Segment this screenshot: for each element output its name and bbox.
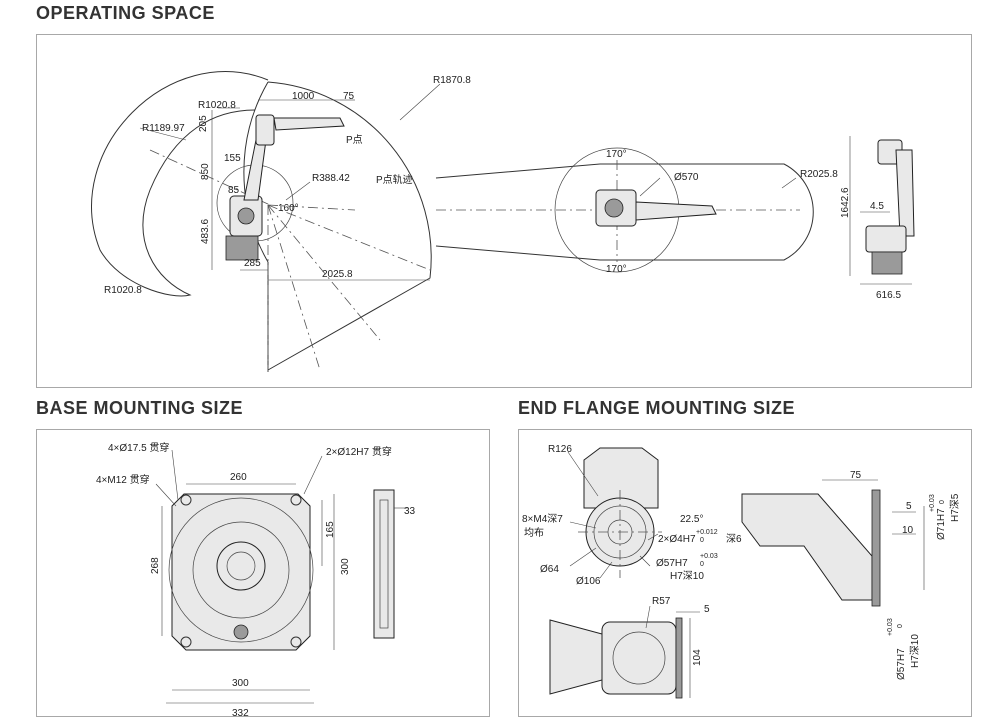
label-4xm12: 4×M12 贯穿 [96, 473, 150, 486]
top-view [435, 147, 814, 273]
label-260: 260 [230, 472, 247, 483]
label-r388: R388.42 [312, 173, 350, 184]
label-d64: Ø64 [540, 564, 559, 575]
label-r2025: R2025.8 [800, 169, 838, 180]
label-5-bottom: 5 [704, 604, 710, 615]
label-r1870: R1870.8 [433, 75, 471, 86]
label-d57-bottom: Ø57H7 [896, 648, 907, 680]
label-10-flange: 10 [902, 525, 914, 536]
label-170deg-top: 170° [606, 149, 627, 160]
label-155: 155 [224, 153, 241, 164]
label-5-flange: 5 [906, 501, 912, 512]
label-h7-depth10-bottom: H7深10 [909, 634, 921, 668]
label-332: 332 [232, 708, 249, 719]
base-plate [168, 493, 314, 651]
label-300-horizontal: 300 [232, 678, 249, 689]
label-75: 75 [343, 91, 355, 102]
label-d71-tol-upper: +0.03 [929, 494, 936, 512]
end-flange-title: END FLANGE MOUNTING SIZE [518, 398, 795, 418]
label-33: 33 [404, 506, 416, 517]
operating-space-panel [36, 34, 972, 388]
base-side-view [373, 489, 395, 639]
label-2xd4-tol-upper: +0.012 [696, 529, 718, 536]
label-616: 616.5 [876, 290, 901, 301]
label-d71-tol-lower: 0 [939, 500, 946, 504]
label-2xd4: 2×Ø4H7 [658, 534, 696, 545]
label-22-5deg: 22.5° [680, 514, 703, 525]
label-85: 85 [228, 185, 240, 196]
label-2xd4-tol-lower: 0 [700, 537, 704, 544]
flange-side-view [741, 479, 925, 607]
label-d57-mid: Ø57H7 [656, 558, 688, 569]
operating-space-title: OPERATING SPACE [36, 3, 215, 23]
label-285: 285 [244, 258, 261, 269]
label-205: 205 [198, 115, 209, 132]
front-view [849, 136, 915, 285]
label-165: 165 [325, 521, 336, 538]
label-r1020-top: R1020.8 [198, 100, 236, 111]
label-170deg-bottom: 170° [606, 264, 627, 275]
label-d57-bottom-tol-lower: 0 [897, 624, 904, 628]
label-1000: 1000 [292, 91, 315, 102]
label-8xm4: 8×M4深7 [522, 513, 563, 525]
label-2xd12: 2×Ø12H7 贯穿 [326, 445, 392, 458]
label-r57: R57 [652, 596, 671, 607]
label-h7-depth5: H7深5 [949, 493, 961, 522]
base-dimensions [155, 449, 408, 704]
label-4xd17: 4×Ø17.5 贯穿 [108, 441, 169, 454]
side-view-dimensions [139, 83, 441, 281]
label-r126: R126 [548, 444, 572, 455]
label-300-vertical: 300 [340, 558, 351, 575]
base-mounting-title: BASE MOUNTING SIZE [36, 398, 244, 418]
label-4-5: 4.5 [870, 201, 884, 212]
label-104: 104 [692, 649, 703, 666]
label-d71: Ø71H7 [936, 508, 947, 540]
side-view-robot [225, 114, 345, 261]
label-p-point: P点 [346, 134, 363, 146]
label-p-trajectory: P点轨迹 [376, 173, 413, 186]
label-1642: 1642.6 [840, 187, 851, 218]
label-483: 483.6 [200, 219, 211, 244]
label-268: 268 [150, 557, 161, 574]
flange-bottom-view [549, 605, 700, 699]
label-r1189: R1189.97 [142, 123, 185, 134]
label-75-flange: 75 [850, 470, 862, 481]
label-d57-bottom-tol-upper: +0.03 [887, 618, 894, 636]
label-d57-mid-tol-lower: 0 [700, 561, 704, 568]
label-d106: Ø106 [576, 576, 601, 587]
label-evenly: 均布 [524, 527, 544, 539]
label-850: 850 [200, 163, 211, 180]
label-depth6: 深6 [726, 533, 742, 545]
label-r1020-bottom: R1020.8 [104, 285, 142, 296]
label-160deg: 160° [278, 203, 299, 214]
label-h7-depth10-mid: H7深10 [670, 570, 704, 582]
label-2025-side: 2025.8 [322, 269, 353, 280]
flange-front-view [567, 447, 662, 579]
label-d57-mid-tol-upper: +0.03 [700, 553, 718, 560]
label-d570: Ø570 [674, 172, 699, 183]
